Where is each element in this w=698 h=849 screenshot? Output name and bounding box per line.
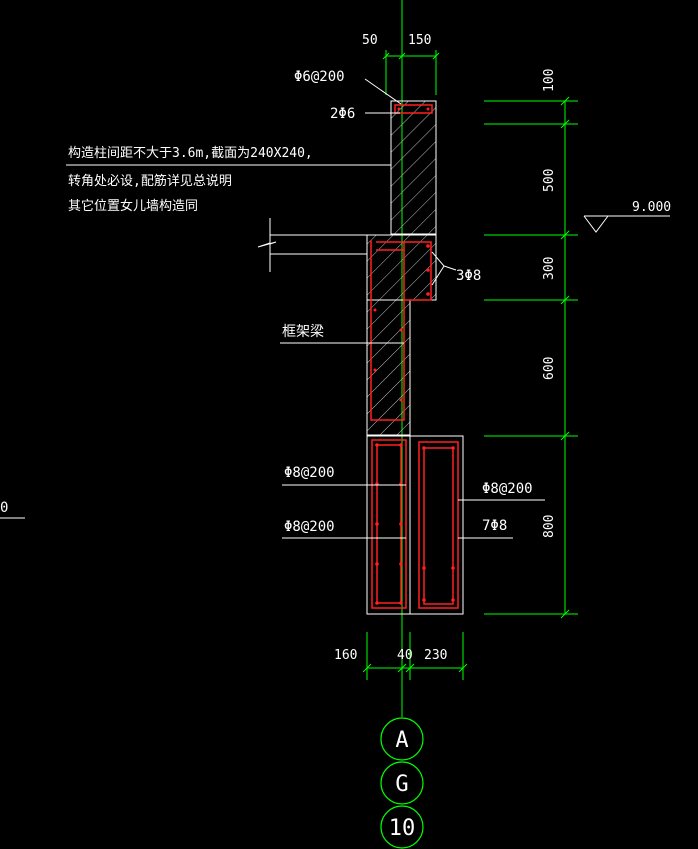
top-dim-left: 50 bbox=[362, 33, 378, 48]
label-left-stirrup-2: Φ8@200 bbox=[284, 519, 335, 535]
right-dim-3: 300 bbox=[542, 257, 557, 280]
bottom-dim-mid: 40 bbox=[397, 648, 413, 663]
cap-bar-dot bbox=[426, 107, 430, 111]
left-edge-fragment: 0 bbox=[0, 500, 8, 516]
rebar-dot bbox=[399, 398, 403, 402]
bottom-dim-right: 230 bbox=[424, 648, 447, 663]
label-frame-beam: 框架梁 bbox=[282, 324, 324, 340]
frame-beam-section bbox=[366, 234, 437, 301]
mid-rebar bbox=[370, 240, 432, 421]
parapet-post bbox=[390, 100, 437, 235]
frame-beam-web bbox=[366, 299, 411, 436]
axis-bubble-g-label: G bbox=[395, 772, 408, 797]
label-top-stirrup: Φ6@200 bbox=[294, 69, 345, 85]
label-mid-bars: 3Φ8 bbox=[456, 268, 481, 284]
rebar-dot bbox=[426, 244, 430, 248]
right-dim-2: 500 bbox=[542, 169, 557, 192]
top-dimension bbox=[382, 50, 440, 95]
note-line-3: 其它位置女儿墙构造同 bbox=[68, 198, 198, 214]
leader-top-stirrup bbox=[364, 78, 402, 105]
axis-bubble-a: A bbox=[380, 717, 424, 761]
lower-beam-outline bbox=[366, 435, 464, 615]
leader-mid-bars-stem bbox=[443, 265, 457, 271]
cap-bar-dot bbox=[397, 107, 401, 111]
right-dimension-chain bbox=[484, 96, 578, 619]
right-dim-1: 100 bbox=[542, 69, 557, 92]
axis-bubble-10: 10 bbox=[380, 805, 424, 849]
bottom-dimension bbox=[362, 632, 468, 680]
note-line-1: 构造柱间距不大于3.6m,截面为240X240, bbox=[68, 146, 313, 161]
axis-bubble-a-label: A bbox=[395, 728, 408, 753]
rebar-dot bbox=[426, 268, 430, 272]
rebar-dot bbox=[399, 328, 403, 332]
rebar-dot bbox=[426, 292, 430, 296]
right-dim-labels: 100 500 300 600 800 bbox=[542, 69, 557, 538]
parapet-cap-rebar bbox=[394, 104, 433, 114]
note-line-2: 转角处必设,配筋详见总说明 bbox=[68, 173, 232, 189]
label-right-bars: 7Φ8 bbox=[482, 518, 507, 534]
elevation-value: 9.000 bbox=[632, 200, 671, 215]
right-dim-4: 600 bbox=[542, 357, 557, 380]
rebar-dot bbox=[373, 308, 377, 312]
elevation-mark bbox=[583, 215, 670, 233]
bottom-dim-left: 160 bbox=[334, 648, 357, 663]
label-top-bars: 2Φ6 bbox=[330, 106, 355, 122]
label-right-stirrup: Φ8@200 bbox=[482, 481, 533, 497]
axis-bubble-10-label: 10 bbox=[389, 816, 416, 841]
right-dim-5: 800 bbox=[542, 515, 557, 538]
axis-bubble-g: G bbox=[380, 761, 424, 805]
label-left-stirrup-1: Φ8@200 bbox=[284, 465, 335, 481]
rebar-dot bbox=[373, 368, 377, 372]
top-dim-right: 150 bbox=[408, 33, 431, 48]
